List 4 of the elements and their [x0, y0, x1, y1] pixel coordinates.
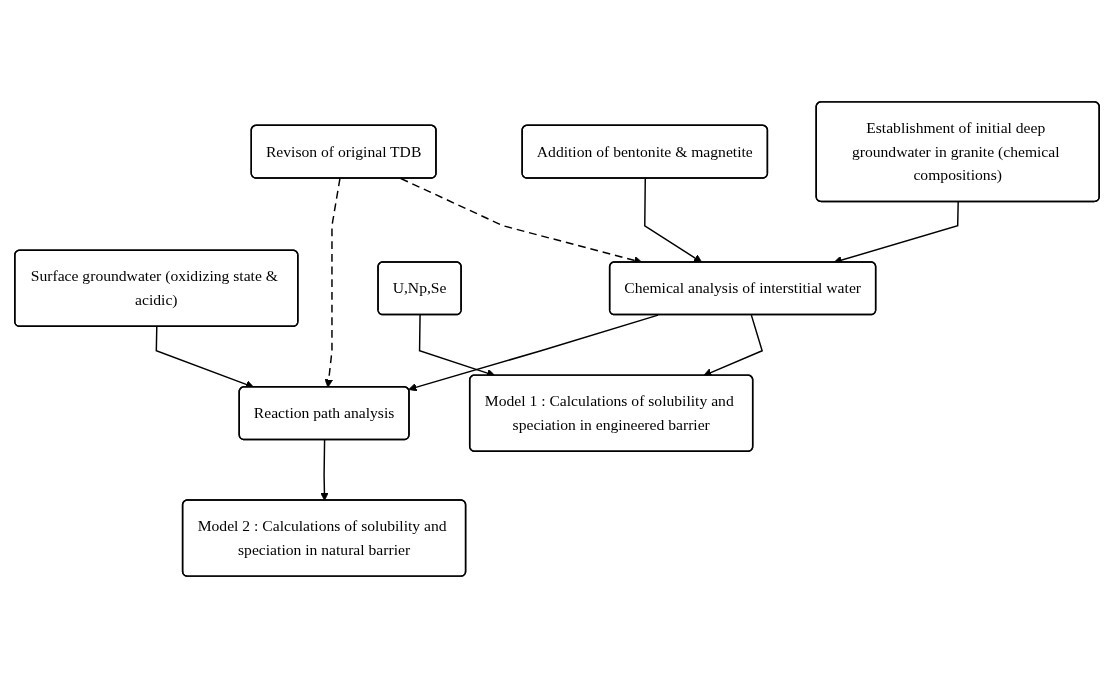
arrow — [324, 177, 341, 388]
arrow — [319, 439, 329, 501]
arrow — [407, 314, 659, 392]
arrow — [643, 177, 702, 263]
